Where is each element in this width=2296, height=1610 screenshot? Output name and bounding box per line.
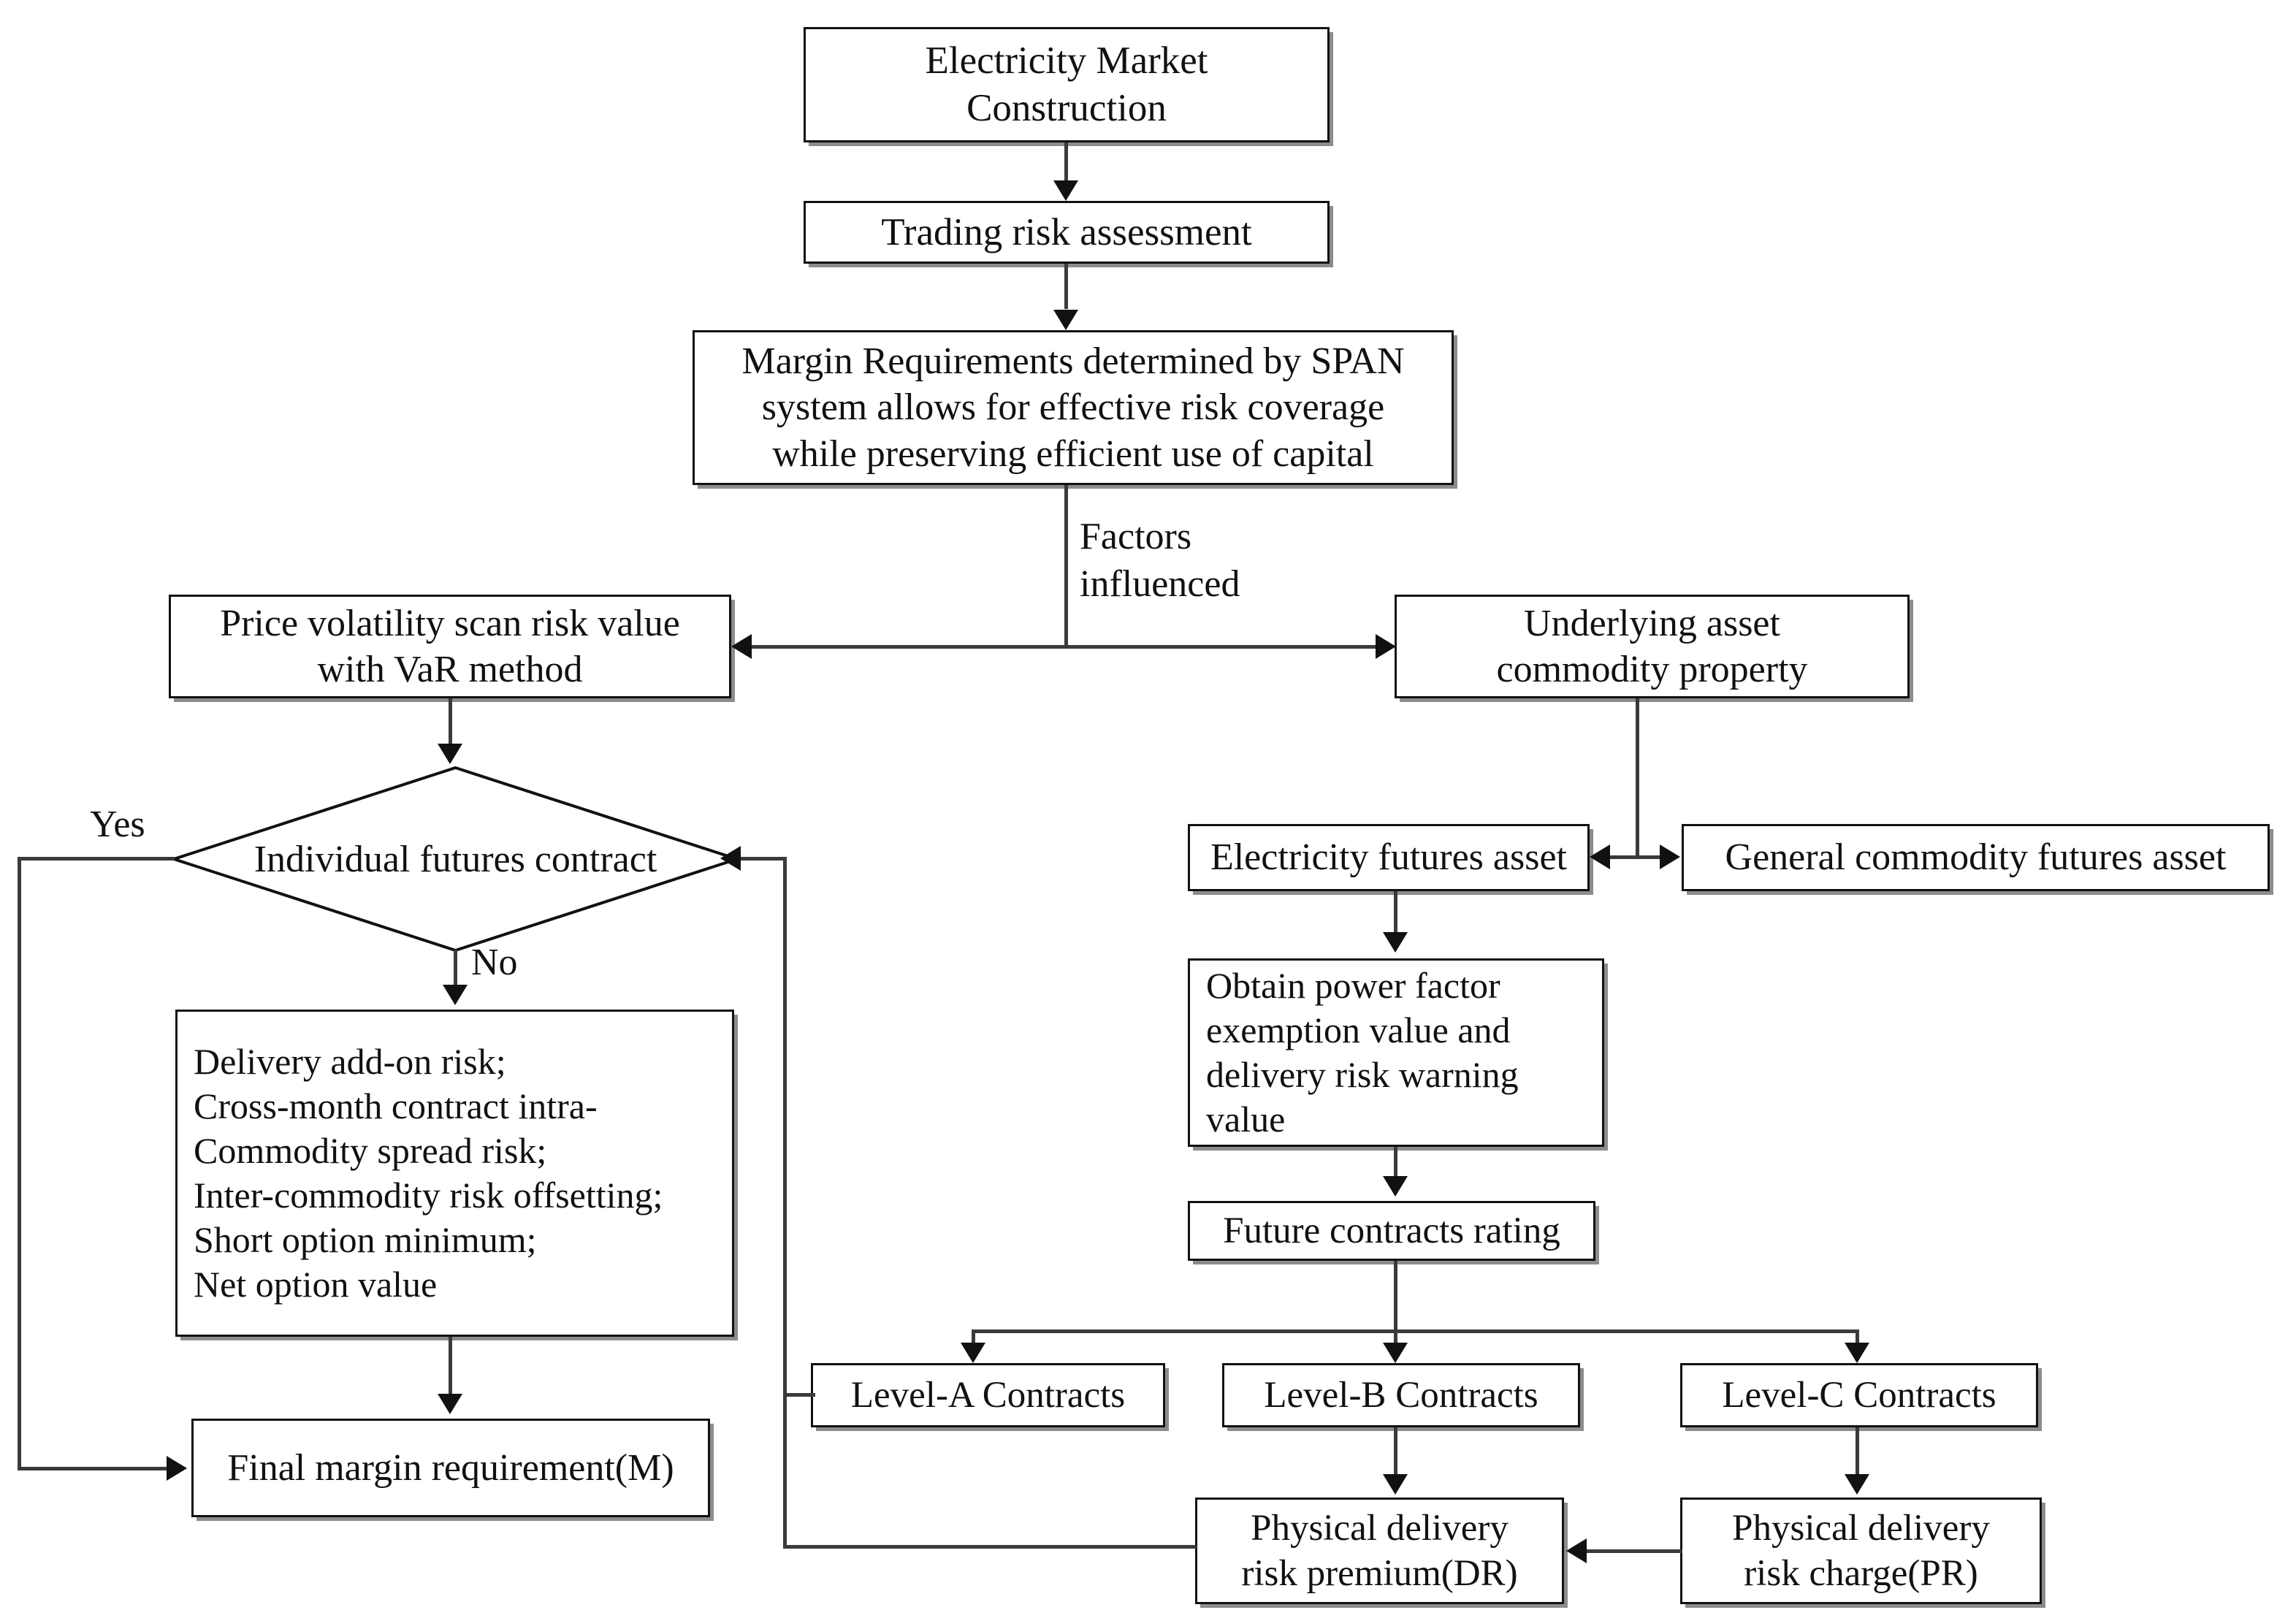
edge-market-to-assessment: [1064, 142, 1068, 186]
edge-rating-down: [1394, 1261, 1397, 1332]
node-label: Physical delivery risk premium(DR): [1241, 1507, 1518, 1594]
edge-level-a-to-feedback-trunk: [783, 1393, 815, 1397]
node-price-volatility-var[interactable]: Price volatility scan risk value with Va…: [169, 595, 731, 698]
node-label: Physical delivery risk charge(PR): [1732, 1507, 1990, 1594]
arrowhead-pr-to-dr: [1566, 1538, 1587, 1563]
arrowhead-feedback-to-decision: [720, 846, 741, 871]
node-label: Underlying asset commodity property: [1496, 602, 1808, 690]
node-level-b-contracts[interactable]: Level-B Contracts: [1222, 1363, 1580, 1427]
edge-powerfactor-to-rating: [1394, 1147, 1397, 1179]
edge-dr-feedback-left: [783, 1545, 1197, 1549]
node-general-commodity-futures-asset[interactable]: General commodity futures asset: [1682, 824, 2270, 891]
edge-decision-yes-down: [18, 857, 21, 1470]
edge-label-factors-influenced: Factors influenced: [1080, 516, 1240, 605]
node-label: Individual futures contract: [253, 838, 657, 880]
node-physical-delivery-risk-charge[interactable]: Physical delivery risk charge(PR): [1680, 1498, 2042, 1604]
node-level-a-contracts[interactable]: Level-A Contracts: [811, 1363, 1165, 1427]
edge-assets-bidirectional: [1607, 855, 1664, 859]
arrowhead-to-level-b: [1383, 1343, 1408, 1363]
edge-decision-yes-left: [18, 857, 175, 861]
node-label: General commodity futures asset: [1725, 836, 2227, 879]
edge-electricity-to-powerfactor: [1394, 891, 1397, 935]
arrowhead-risklist-to-final: [438, 1394, 462, 1414]
node-label: Level-B Contracts: [1264, 1374, 1538, 1416]
node-label: Margin Requirements determined by SPAN s…: [741, 340, 1405, 475]
edge-rating-split-horizontal: [972, 1329, 1859, 1333]
edge-risklist-to-final-margin: [449, 1337, 452, 1397]
node-final-margin-requirement[interactable]: Final margin requirement(M): [191, 1419, 710, 1517]
node-underlying-asset-commodity[interactable]: Underlying asset commodity property: [1395, 595, 1910, 698]
node-label: Future contracts rating: [1223, 1210, 1560, 1251]
arrowhead-levelb-to-dr: [1383, 1474, 1408, 1495]
edge-dr-feedback-into-decision: [738, 857, 786, 861]
edge-dr-feedback-up: [783, 857, 787, 1548]
arrowhead-to-general-asset: [1660, 844, 1680, 869]
node-future-contracts-rating[interactable]: Future contracts rating: [1188, 1201, 1595, 1261]
node-margin-requirements-span[interactable]: Margin Requirements determined by SPAN s…: [693, 330, 1454, 485]
node-label: Electricity Market Construction: [925, 39, 1208, 129]
edge-var-to-decision: [449, 698, 452, 745]
edge-pr-to-dr: [1585, 1549, 1682, 1553]
edge-split-to-level-a: [972, 1329, 975, 1346]
edge-assessment-to-span: [1064, 264, 1068, 309]
edge-span-to-split: [1064, 485, 1068, 649]
node-electricity-market-construction[interactable]: Electricity Market Construction: [804, 27, 1330, 142]
edge-decision-no-to-risklist: [454, 950, 457, 988]
node-label: Final margin requirement(M): [227, 1446, 674, 1489]
edge-factors-split-horizontal: [749, 645, 1381, 649]
node-label: Delivery add-on risk; Cross-month contra…: [194, 1041, 663, 1305]
node-trading-risk-assessment[interactable]: Trading risk assessment: [804, 201, 1330, 264]
arrowhead-var-to-decision: [438, 744, 462, 764]
edge-split-to-level-b: [1394, 1329, 1397, 1346]
node-level-c-contracts[interactable]: Level-C Contracts: [1680, 1363, 2038, 1427]
node-label: Level-C Contracts: [1722, 1374, 1996, 1416]
arrowhead-assessment-to-span: [1053, 310, 1078, 330]
arrowhead-to-level-a: [961, 1343, 985, 1363]
edge-underlying-down: [1636, 698, 1639, 858]
edge-levelc-to-pr: [1856, 1427, 1859, 1477]
arrowhead-electricity-to-powerfactor: [1383, 932, 1408, 953]
node-label: Price volatility scan risk value with Va…: [220, 602, 680, 690]
arrowhead-levelc-to-pr: [1845, 1474, 1869, 1495]
node-label: Obtain power factor exemption value and …: [1206, 965, 1519, 1140]
edge-label-no: No: [471, 942, 518, 983]
edge-decision-yes-into-final: [18, 1467, 169, 1470]
node-obtain-power-factor[interactable]: Obtain power factor exemption value and …: [1188, 958, 1604, 1147]
arrowhead-split-to-var: [731, 634, 752, 659]
node-label: Electricity futures asset: [1210, 836, 1568, 879]
arrowhead-decision-no: [443, 985, 468, 1005]
node-label: Trading risk assessment: [881, 210, 1252, 253]
arrowhead-powerfactor-to-rating: [1383, 1176, 1408, 1197]
node-individual-futures-contract[interactable]: Individual futures contract: [172, 766, 739, 953]
arrowhead-to-electricity-asset: [1590, 844, 1610, 869]
arrowhead-split-to-underlying: [1376, 634, 1396, 659]
node-physical-delivery-risk-premium[interactable]: Physical delivery risk premium(DR): [1195, 1498, 1564, 1604]
node-risk-components-list[interactable]: Delivery add-on risk; Cross-month contra…: [175, 1010, 734, 1337]
node-label: Level-A Contracts: [850, 1374, 1126, 1416]
edge-levelb-to-dr: [1394, 1427, 1397, 1477]
edge-split-to-level-c: [1856, 1329, 1859, 1346]
arrowhead-market-to-assessment: [1053, 180, 1078, 201]
node-electricity-futures-asset[interactable]: Electricity futures asset: [1188, 824, 1590, 891]
edge-label-yes: Yes: [90, 804, 145, 845]
arrowhead-to-level-c: [1845, 1343, 1869, 1363]
arrowhead-yes-to-final-margin: [167, 1456, 187, 1481]
